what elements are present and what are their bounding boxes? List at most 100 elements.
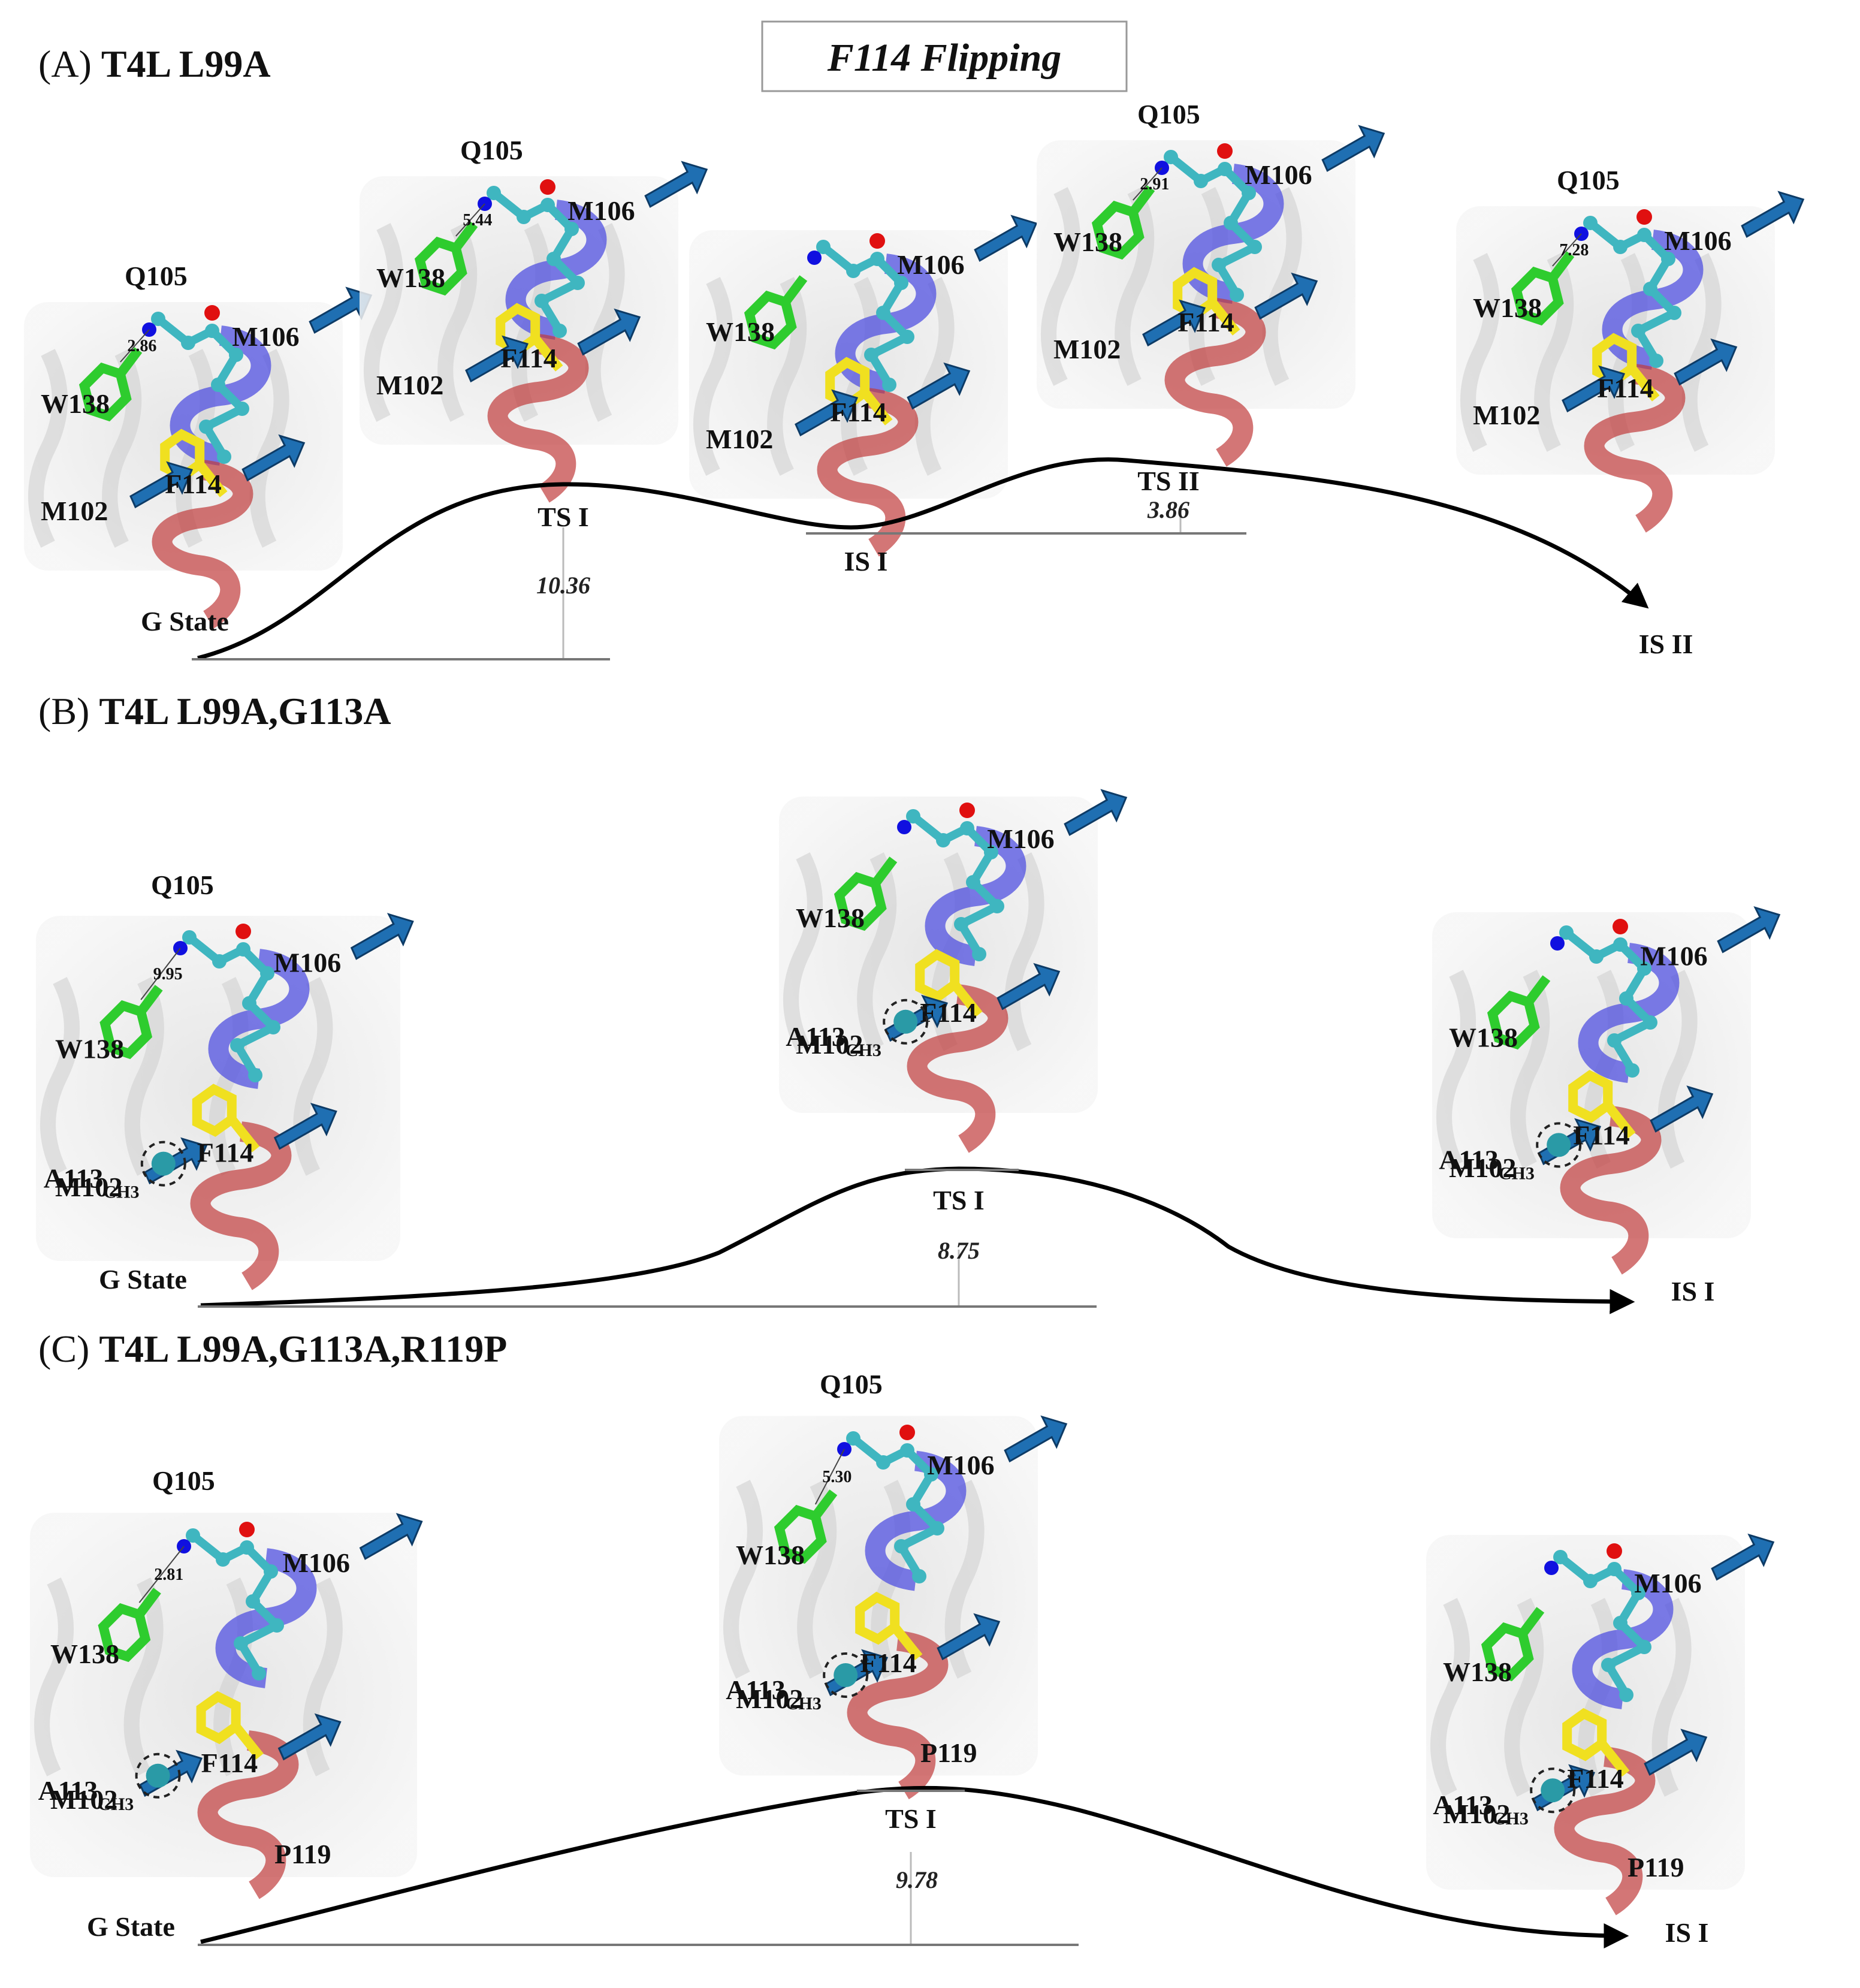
- residue-label-f114: F114: [1573, 1120, 1630, 1151]
- residue-label-m106: M106: [232, 321, 299, 352]
- residue-label-q105: Q105: [152, 1465, 215, 1496]
- residue-label-f114: F114: [1177, 307, 1234, 337]
- carbon-atom: [1607, 1033, 1622, 1048]
- nitrogen-atom: [897, 820, 911, 834]
- subscript-ch3: CH3: [1499, 1163, 1535, 1183]
- carbon-atom: [1637, 961, 1651, 976]
- w138-sidechain: [99, 985, 163, 1060]
- panel-b-reaction-path: [200, 1166, 1635, 1314]
- ghost-helix: [364, 223, 403, 422]
- red-helix: [1164, 298, 1266, 467]
- blue-helix: [925, 826, 1026, 966]
- carbon-atom: [984, 845, 998, 859]
- oxygen-atom: [959, 803, 975, 818]
- panel-a-state-g: G State: [141, 606, 229, 636]
- pointer-arrow: [359, 1513, 423, 1560]
- carbon-atom: [912, 1569, 926, 1583]
- w138-sidechain: [774, 1489, 838, 1564]
- carbon-atom: [1230, 288, 1244, 302]
- subscript-ch3: CH3: [103, 1182, 139, 1202]
- carbon-atom: [235, 402, 249, 416]
- hbond-distance-line: [1552, 233, 1582, 267]
- carbon-atom: [894, 276, 908, 290]
- w138-sidechain: [78, 347, 143, 422]
- pointer-arrow: [795, 389, 859, 437]
- w138-sidechain: [414, 221, 478, 296]
- carbon-atom: [1194, 174, 1208, 188]
- carbon-atom: [816, 240, 831, 254]
- hbond-distance-line: [140, 948, 181, 1000]
- a113-methyl-marker: [1536, 1122, 1582, 1168]
- subscript-ch3: CH3: [786, 1694, 822, 1714]
- a113-methyl-marker: [140, 1141, 186, 1187]
- residue-label-q105: Q105: [1137, 99, 1200, 129]
- a113-methyl-marker: [1530, 1767, 1576, 1814]
- residue-label-m106: M106: [927, 1450, 994, 1480]
- hbond-distance-line: [455, 203, 485, 237]
- pointer-arrow: [129, 461, 194, 509]
- red-helix: [1560, 1106, 1662, 1275]
- residue-label-m106: M106: [1245, 159, 1312, 190]
- w138-sidechain: [1481, 1607, 1545, 1682]
- carbon-atom: [966, 875, 980, 889]
- pointer-arrow: [907, 362, 971, 410]
- residue-label-m102: M102: [1449, 1153, 1516, 1183]
- carbon-atom: [1643, 282, 1657, 296]
- residue-label-w138: W138: [1473, 292, 1542, 323]
- ghost-helix: [767, 277, 807, 476]
- residue-label-m102: M102: [376, 370, 443, 400]
- panel-a-energy-ts2: 3.86: [1147, 496, 1189, 523]
- carbon-atom: [900, 330, 914, 344]
- a113-methyl-atom: [151, 1151, 176, 1176]
- carbon-atom: [264, 1564, 278, 1579]
- red-helix: [847, 1630, 949, 1800]
- carbon-atom: [246, 1594, 260, 1609]
- carbon-atom: [1553, 1550, 1568, 1564]
- ghost-helix: [34, 1577, 74, 1776]
- panel-c-state-g: G State: [87, 1911, 175, 1942]
- carbon-atom: [564, 222, 579, 236]
- residue-label-m102: M102: [50, 1784, 117, 1815]
- carbon-atom: [1218, 162, 1232, 176]
- red-helix: [190, 1121, 292, 1290]
- carbon-atom: [211, 378, 225, 392]
- carbon-atom: [936, 833, 950, 847]
- carbon-atom: [1601, 1658, 1616, 1672]
- hbond-distance-line: [814, 1449, 845, 1505]
- f114-sidechain: [496, 303, 563, 372]
- f114-sidechain: [1173, 267, 1240, 336]
- carbon-atom: [1619, 991, 1633, 1006]
- carbon-atom: [552, 324, 567, 338]
- residue-label-q105: Q105: [820, 1369, 883, 1399]
- carbon-atom: [1631, 1586, 1645, 1600]
- title-box: F114 Flipping: [761, 20, 1128, 92]
- pointer-arrow: [465, 335, 529, 383]
- hbond-distance-label: 5.44: [463, 211, 492, 230]
- carbon-atom: [570, 276, 585, 290]
- residue-label-q105: Q105: [125, 261, 188, 291]
- carbon-atom: [1649, 354, 1663, 368]
- carbon-atom: [1589, 949, 1604, 964]
- residue-label-m102: M102: [55, 1172, 122, 1202]
- carbon-atom: [186, 1528, 200, 1543]
- carbon-atom: [487, 186, 501, 200]
- hbond-distance-line: [1133, 167, 1162, 201]
- panel-b-energy-ts1: 8.75: [938, 1237, 980, 1264]
- ghost-helix: [1460, 253, 1500, 452]
- residue-label-q105: Q105: [460, 135, 523, 165]
- carbon-atom: [212, 954, 227, 969]
- red-helix: [1554, 1746, 1656, 1915]
- residue-label-f114: F114: [1597, 373, 1654, 403]
- panel-a-state-is1: IS I: [844, 546, 888, 577]
- residue-label-q105: Q105: [1557, 165, 1620, 195]
- panel-b-state-ts1: TS I: [933, 1185, 985, 1215]
- carbon-atom: [1248, 240, 1262, 254]
- red-helix: [487, 334, 589, 503]
- subscript-ch3: CH3: [846, 1040, 881, 1060]
- panel-a-energy-profile: G State TS I 10.36 IS I TS II 3.86 IS II: [141, 457, 1693, 660]
- carbon-atom: [1625, 1063, 1639, 1078]
- residue-label-f114: F114: [165, 469, 222, 499]
